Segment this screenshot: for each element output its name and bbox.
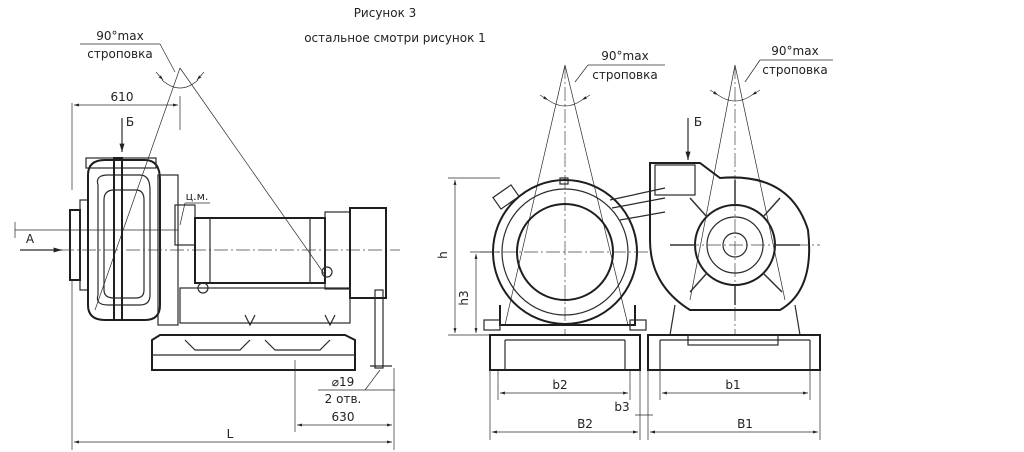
side-view: 90°max строповка 610 Б А ц.м.	[14, 29, 400, 450]
sling-angle-label-mid: 90°max	[601, 49, 648, 63]
view-a-label: А	[26, 232, 35, 246]
dim-610: 610	[111, 90, 134, 104]
dim-b1: b1	[725, 378, 740, 392]
holes-count-label: 2 отв.	[325, 392, 362, 406]
view-b-label-left: Б	[126, 115, 134, 129]
dim-L: L	[227, 427, 234, 441]
front-views: 90°max строповка 90°max строповка Б	[436, 44, 833, 440]
sling-label-right: строповка	[762, 63, 827, 77]
hole-diameter-label: ⌀19	[332, 375, 355, 389]
dim-h3: h3	[457, 290, 471, 305]
dim-h: h	[436, 251, 450, 259]
dim-b3: b3	[614, 400, 629, 414]
sling-angle-label-right: 90°max	[771, 44, 818, 58]
dim-b2: b2	[552, 378, 567, 392]
dim-B1: B1	[737, 417, 753, 431]
impeller-ribs	[670, 180, 800, 305]
dim-630: 630	[332, 410, 355, 424]
sling-label-left: строповка	[87, 47, 152, 61]
sling-label-mid: строповка	[592, 68, 657, 82]
dim-B2: B2	[577, 417, 593, 431]
figure-subtitle: остальное смотри рисунок 1	[304, 31, 486, 45]
view-b-label-right: Б	[694, 115, 702, 129]
figure-title: Рисунок 3	[354, 6, 417, 20]
sling-angle-label-left: 90°max	[96, 29, 143, 43]
center-mass-label: ц.м.	[186, 190, 209, 203]
